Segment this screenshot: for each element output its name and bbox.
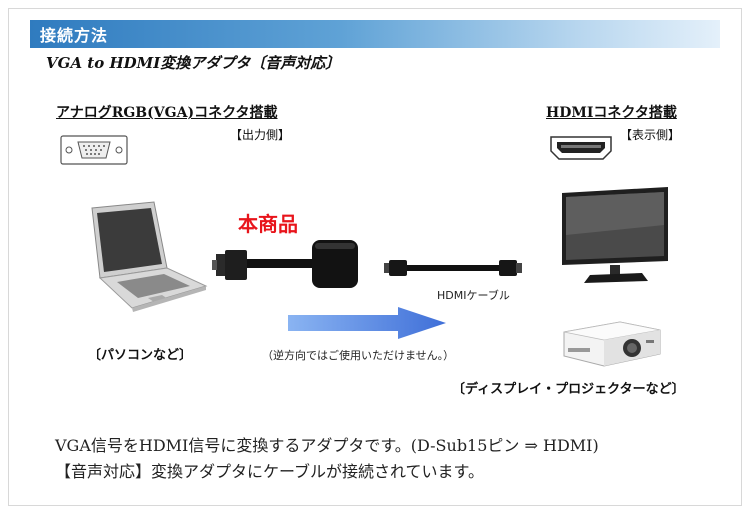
- description-line-2: 【音声対応】変換アダプタにケーブルが接続されています。: [55, 462, 484, 481]
- description-line-1: VGA信号をHDMI信号に変換するアダプタです。(D-Sub15ピン ⇒ HDM…: [55, 436, 599, 455]
- laptop-icon: [91, 201, 208, 312]
- display-side-label: 【表示側】: [620, 128, 681, 142]
- output-side-label: 【出力側】: [230, 128, 291, 142]
- direction-note: （逆方向ではご使用いただけません。）: [262, 349, 455, 362]
- hdmi-cable-icon: [384, 260, 522, 276]
- direction-arrow-icon: [288, 307, 446, 339]
- hdmi-connector-label: HDMIコネクタ搭載: [546, 105, 677, 121]
- subtitle: VGA to HDMI変換アダプタ〔音声対応〕: [46, 54, 341, 72]
- product-label: 本商品: [238, 212, 298, 236]
- vga-connector-label: アナログRGB(VGA)コネクタ搭載: [56, 105, 278, 121]
- header-bar: [30, 20, 720, 48]
- hdmi-port-icon: [550, 136, 612, 160]
- pc-device-label: 〔パソコンなど〕: [88, 348, 193, 363]
- header-title: 接続方法: [40, 26, 109, 45]
- vga-adapter-icon: [212, 240, 358, 288]
- projector-icon: [563, 321, 661, 367]
- display-device-label: 〔ディスプレイ・プロジェクターなど〕: [452, 382, 685, 397]
- vga-port-icon: [60, 135, 128, 165]
- hdmi-cable-label: HDMIケーブル: [437, 289, 510, 302]
- monitor-icon: [562, 187, 668, 283]
